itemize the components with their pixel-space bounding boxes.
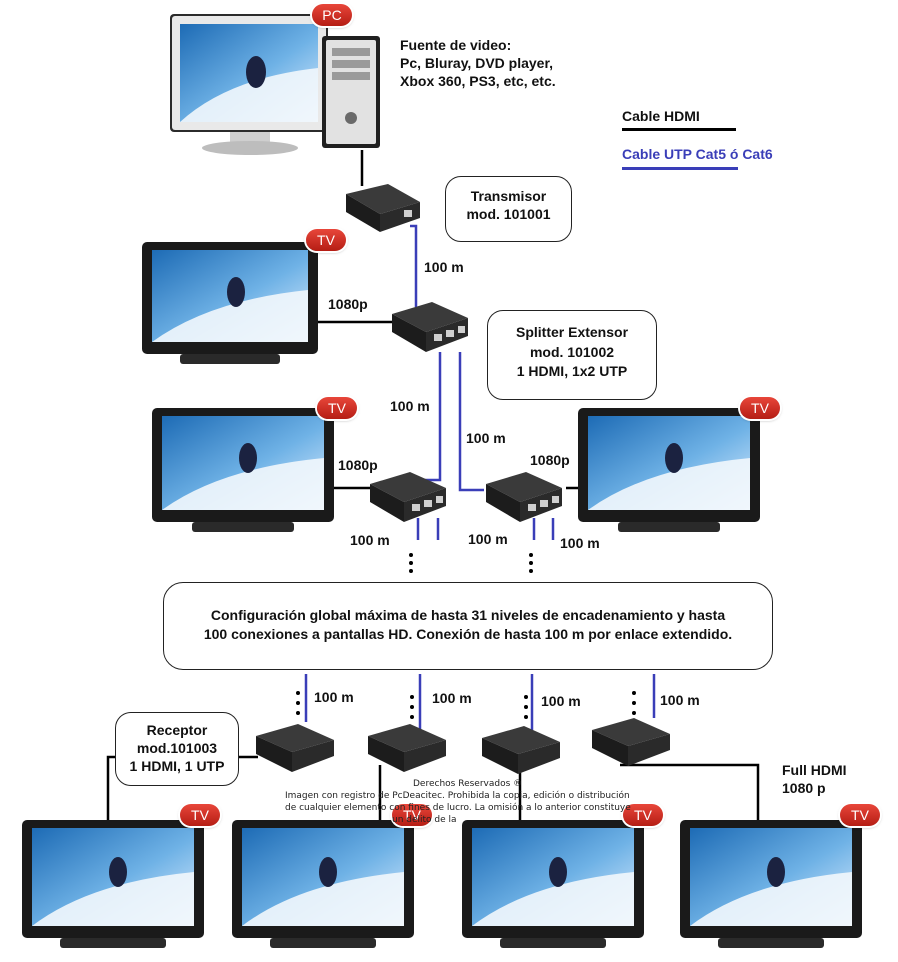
distance-label: 100 m (350, 532, 390, 548)
television-icon (578, 408, 760, 532)
distance-label: 100 m (390, 398, 430, 414)
full-hdmi-label: Full HDMI (782, 762, 847, 778)
resolution-label: 1080p (328, 296, 368, 312)
distance-label: 100 m (432, 690, 472, 706)
resolution-label: 1080p (530, 452, 570, 468)
splitter-ports: 1 HDMI, 1x2 UTP (516, 363, 628, 379)
hdmi-extender-icon (592, 718, 670, 766)
television-icon (142, 242, 318, 364)
legend-utp-label: Cable UTP Cat5 ó Cat6 (622, 146, 773, 162)
hdmi-extender-icon (346, 184, 420, 232)
configuration-note-line: 100 conexiones a pantallas HD. Conexión … (203, 626, 733, 642)
transmitter-model: mod. 101001 (466, 206, 551, 222)
copyright-line: Imagen con registro de PcDeacitec. Prohi… (285, 791, 630, 801)
legend-hdmi-label: Cable HDMI (622, 108, 700, 124)
continuation-dots (296, 553, 636, 719)
hdmi-extender-icon (368, 724, 446, 772)
hdmi-extender-icon (486, 472, 562, 522)
transmitter-name: Transmisor (470, 188, 547, 204)
tv-badge: TV (317, 397, 357, 419)
full-hdmi-resolution: 1080 p (782, 780, 826, 796)
television-icon (680, 820, 862, 948)
computer-tower-icon (322, 36, 380, 148)
receiver-model: mod.101003 (136, 740, 218, 756)
hdmi-extender-icon (482, 726, 560, 774)
pc-badge: PC (312, 4, 352, 26)
configuration-note-box: Configuración global máxima de hasta 31 … (163, 582, 773, 670)
distance-label: 100 m (560, 535, 600, 551)
legend-utp-line (622, 167, 738, 170)
distance-label: 100 m (468, 531, 508, 547)
tv-badge: TV (840, 804, 880, 826)
tv-badge: TV (306, 229, 346, 251)
splitter-name: Splitter Extensor (515, 324, 629, 340)
hdmi-extender-icon (392, 302, 468, 352)
television-icon (232, 820, 414, 948)
distance-label: 100 m (660, 692, 700, 708)
television-icon (22, 820, 204, 948)
receiver-label-box: Receptor mod.101003 1 HDMI, 1 UTP (115, 712, 239, 786)
copyright-line: de cualquier elemento con fines de lucro… (285, 803, 631, 813)
receiver-name: Receptor (146, 722, 208, 738)
utp-cable-a (412, 352, 442, 482)
television-icon (462, 820, 644, 948)
distance-label: 100 m (424, 259, 464, 275)
distance-label: 100 m (541, 693, 581, 709)
utp-cable-tx-splitter (410, 224, 418, 307)
tv-badge: TV (180, 804, 220, 826)
receiver-ports: 1 HDMI, 1 UTP (129, 758, 225, 774)
splitter-model: mod. 101002 (529, 344, 615, 360)
copyright-line: un delito de la (392, 815, 457, 825)
distance-label: 100 m (314, 689, 354, 705)
source-devices-line: Pc, Bluray, DVD player, (400, 55, 554, 71)
hdmi-extender-icon (256, 724, 334, 772)
copyright-line: Derechos Reservados ® (413, 779, 523, 789)
utp-cable-b (458, 352, 484, 492)
distance-label: 100 m (466, 430, 506, 446)
hdmi-cable-tv7 (620, 763, 760, 820)
source-devices-line: Xbox 360, PS3, etc, etc. (400, 73, 556, 89)
hdmi-extender-icon (370, 472, 446, 522)
tv-badge: TV (623, 804, 663, 826)
tv-badge: TV (740, 397, 780, 419)
television-icon (152, 408, 334, 532)
splitter-label-box: Splitter Extensor mod. 101002 1 HDMI, 1x… (487, 310, 657, 400)
resolution-label: 1080p (338, 457, 378, 473)
transmitter-label-box: Transmisor mod. 101001 (445, 176, 572, 242)
configuration-note-line: Configuración global máxima de hasta 31 … (210, 607, 726, 623)
legend-hdmi-line (622, 128, 736, 131)
monitor-icon (170, 14, 328, 155)
tv-badge: TV (392, 804, 432, 826)
source-title: Fuente de video: (400, 37, 512, 53)
